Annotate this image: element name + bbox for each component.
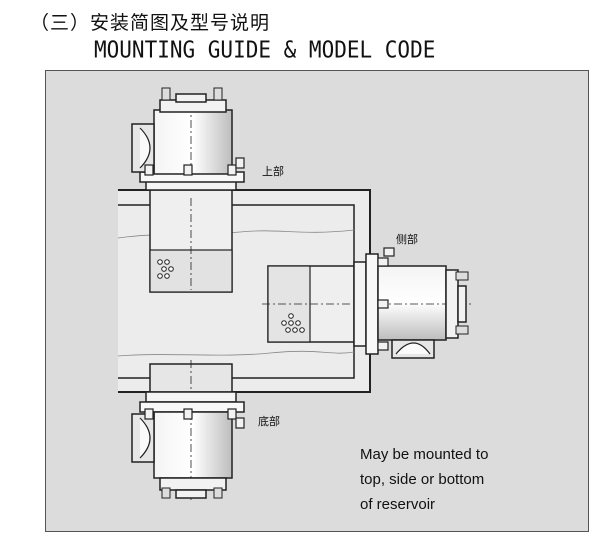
label-bottom: 底部 <box>258 415 280 428</box>
note-line: of reservoir <box>360 496 436 513</box>
note-line: top, side or bottom <box>360 471 485 488</box>
mounting-note: May be mounted to top, side or bottom of… <box>360 442 488 517</box>
label-top: 上部 <box>262 165 284 178</box>
top-mounted-unit <box>131 87 245 293</box>
bottom-mounted-unit <box>131 360 245 500</box>
section-title-english: MOUNTING GUIDE & MODEL CODE <box>94 37 436 63</box>
side-mounted-unit <box>262 247 474 359</box>
section-title-chinese: （三）安装简图及型号说明 <box>30 12 271 34</box>
label-side: 侧部 <box>396 233 418 246</box>
note-line: May be mounted to <box>360 446 489 463</box>
